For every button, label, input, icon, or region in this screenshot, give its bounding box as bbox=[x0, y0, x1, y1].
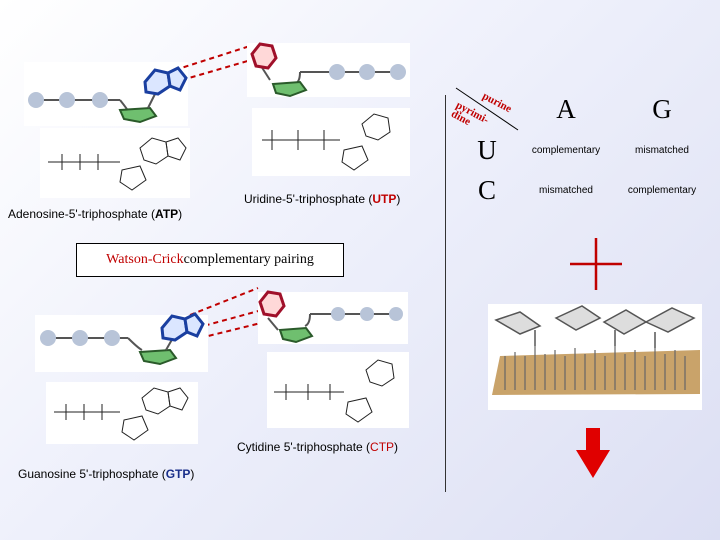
utp-caption: Uridine-5'-triphosphate (UTP) bbox=[244, 192, 401, 206]
matrix-col-header: A bbox=[556, 93, 576, 124]
matrix-cell: complementary bbox=[531, 144, 601, 156]
cross-symbol bbox=[570, 238, 622, 290]
gtp-caption: Guanosine 5'-triphosphate (GTP) bbox=[18, 467, 195, 481]
gtp-backbone bbox=[40, 312, 205, 366]
atp-backbone bbox=[28, 66, 188, 124]
utp-backbone bbox=[250, 42, 406, 98]
matrix-cell: mismatched bbox=[635, 144, 689, 156]
matrix-corner-diagonal bbox=[455, 87, 519, 131]
matrix-row-header: U bbox=[477, 134, 497, 165]
gtp-structural-formula bbox=[46, 382, 198, 444]
matrix-row: C mismatched complementary bbox=[456, 170, 710, 210]
ctp-structural-formula bbox=[267, 352, 409, 428]
matrix-row: U complementary mismatched bbox=[456, 130, 710, 170]
matrix-header-row: A G bbox=[456, 88, 710, 130]
pairing-matrix: A G U complementary mismatched C mismatc… bbox=[456, 88, 710, 210]
probe-surface-illustration bbox=[488, 304, 702, 410]
matrix-row-header: C bbox=[477, 174, 496, 205]
down-arrow-icon bbox=[576, 428, 610, 478]
utp-structural-formula bbox=[252, 108, 410, 176]
ctp-backbone bbox=[258, 290, 403, 344]
vertical-divider bbox=[445, 95, 446, 492]
ctp-caption: Cytidine 5'-triphosphate (CTP) bbox=[237, 440, 399, 454]
hydrogen-bond-lines-top bbox=[174, 44, 259, 81]
matrix-cell: complementary bbox=[627, 184, 697, 196]
atp-caption: Adenosine-5'-triphosphate (ATP) bbox=[8, 207, 183, 221]
atp-structural-formula bbox=[40, 128, 190, 198]
watson-crick-banner: Watson-Crick complementary pairing bbox=[76, 243, 344, 277]
matrix-cell: mismatched bbox=[539, 184, 593, 196]
matrix-col-header: G bbox=[652, 93, 672, 124]
